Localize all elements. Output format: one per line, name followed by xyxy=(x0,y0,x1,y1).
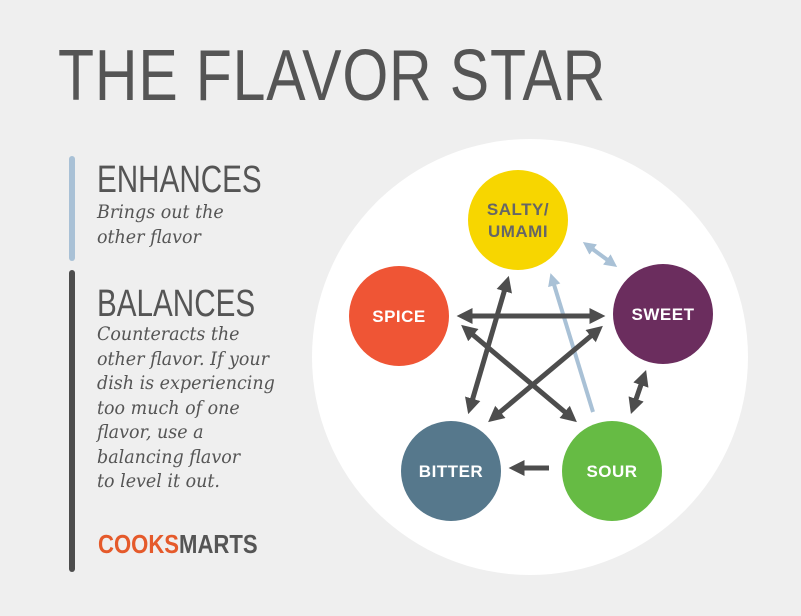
description-line: balancing flavor xyxy=(97,445,241,468)
flavor-node-spice: SPICE xyxy=(349,266,449,366)
flavor-nodes: SALTY/UMAMI SWEET SPICE BITTER SOUR xyxy=(349,170,713,521)
balances-arrow-sweet-bitter xyxy=(488,325,603,423)
enhances-arrow-salty-sweet xyxy=(582,241,618,268)
flavor-circle-sour xyxy=(562,421,662,521)
description-line: Brings out the xyxy=(97,201,224,223)
enhances-bar xyxy=(69,156,75,261)
balances-description: Counteracts the other flavor. If your di… xyxy=(97,322,309,494)
flavor-label-spice: SPICE xyxy=(372,307,426,326)
cooksmarts-logo: COOKSMARTS xyxy=(98,531,258,557)
flavor-label-sweet: SWEET xyxy=(632,305,695,324)
balances-bar xyxy=(69,270,75,572)
flavor-circle-sweet xyxy=(613,264,713,364)
logo-part-marts: MARTS xyxy=(179,529,258,559)
relation-arrows xyxy=(456,241,649,477)
flavor-node-sweet: SWEET xyxy=(613,264,713,364)
enhances-heading: ENHANCES xyxy=(97,159,262,201)
flavor-label-bitter: BITTER xyxy=(419,462,483,481)
description-line: other flavor. If your xyxy=(97,347,270,370)
logo-part-cooks: COOKS xyxy=(98,529,180,559)
flavor-label-sour: SOUR xyxy=(586,462,637,481)
flavor-circle-spice xyxy=(349,266,449,366)
page-title: THE FLAVOR STAR xyxy=(58,36,607,116)
enhances-description: Brings out the other flavor xyxy=(97,200,309,249)
description-line: Counteracts the xyxy=(97,323,240,345)
flavor-label-salty: SALTY/ xyxy=(487,200,549,219)
balances-heading: BALANCES xyxy=(97,283,256,325)
flavor-node-sour: SOUR xyxy=(562,421,662,521)
description-line: flavor, use a xyxy=(97,421,204,443)
balances-arrow-sweet-sour xyxy=(628,369,649,415)
flavor-circle-salty xyxy=(468,170,568,270)
flavor-label-salty: UMAMI xyxy=(488,222,548,241)
description-line: to level it out. xyxy=(97,470,220,492)
description-line: other flavor xyxy=(97,225,201,248)
flavor-circle-bitter xyxy=(401,421,501,521)
flavor-node-bitter: BITTER xyxy=(401,421,501,521)
description-line: too much of one xyxy=(97,396,240,419)
flavor-node-salty: SALTY/UMAMI xyxy=(468,170,568,270)
description-line: dish is experiencing xyxy=(97,372,275,394)
